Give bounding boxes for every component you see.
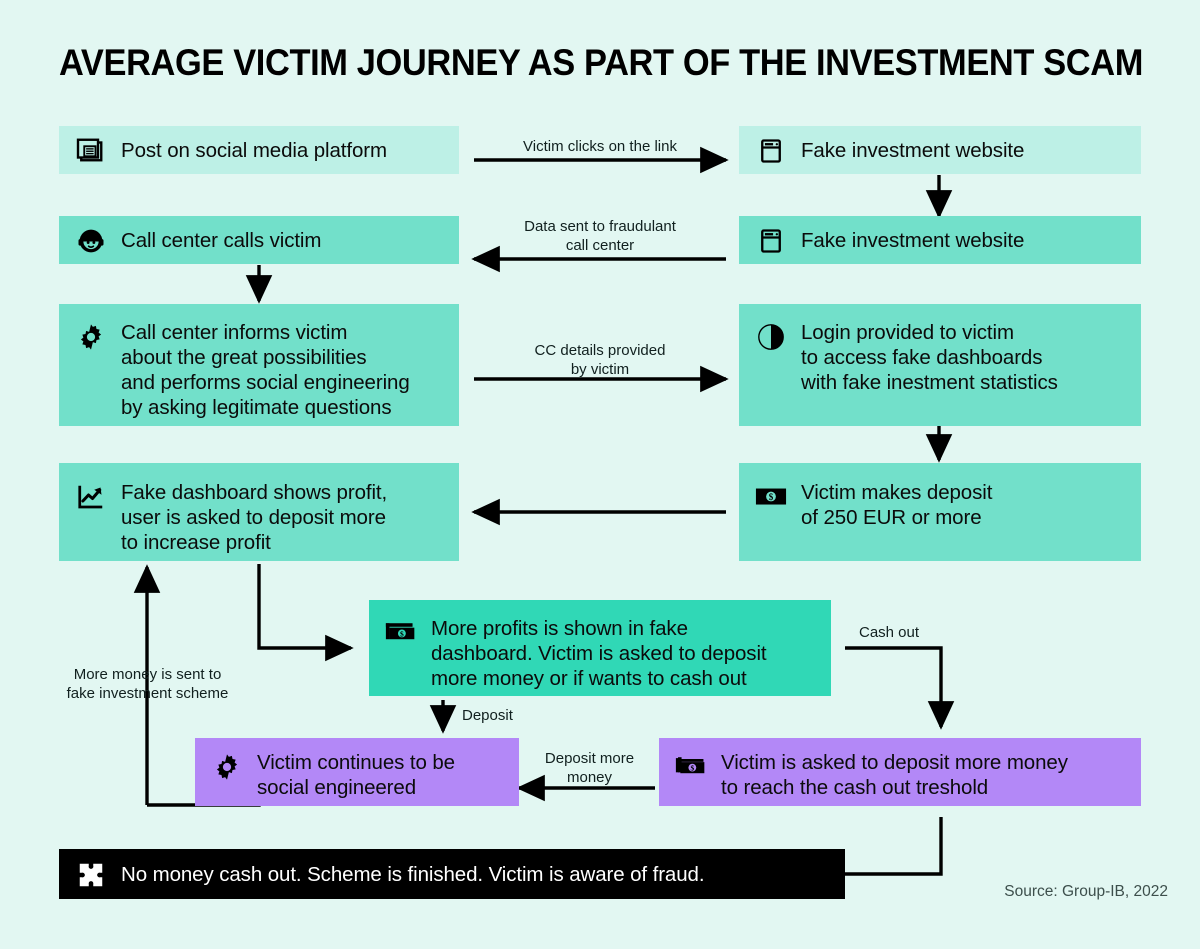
node-victim-asked-deposit-threshold[interactable]: $ Victim is asked to deposit more money …: [659, 738, 1141, 806]
node-login-provided-to-victim[interactable]: Login provided to victim to access fake …: [739, 304, 1141, 426]
node-post-on-social-media[interactable]: Post on social media platform: [59, 126, 459, 174]
pie-chart-icon: [755, 321, 787, 353]
puzzle-piece-icon: [75, 859, 107, 891]
svg-text:$: $: [690, 764, 694, 773]
node-no-money-cash-out[interactable]: No money cash out. Scheme is finished. V…: [59, 849, 845, 899]
headset-agent-icon: [75, 225, 107, 257]
edge-dashboard-to-moreprofits: [257, 564, 354, 662]
node-label: More profits is shown in fake dashboard.…: [431, 617, 767, 690]
banknote-icon: $: [755, 481, 787, 513]
banknotes-stack-icon: $: [385, 617, 417, 649]
node-victim-continues-social-engineered[interactable]: Victim continues to be social engineered: [195, 738, 519, 806]
source-credit: Source: Group-IB, 2022: [1004, 883, 1168, 900]
edge-label-deposit: Deposit: [462, 707, 513, 724]
banknotes-stack-icon: $: [675, 751, 707, 783]
node-label: Call center informs victim about the gre…: [121, 321, 410, 419]
node-call-center-informs-victim[interactable]: Call center informs victim about the gre…: [59, 304, 459, 426]
node-label: Post on social media platform: [121, 138, 388, 162]
node-fake-dashboard-shows-profit[interactable]: Fake dashboard shows profit, user is ask…: [59, 463, 459, 561]
edge-label-data-sent: Data sent to fraudulant call center: [524, 218, 676, 254]
page-title: AVERAGE VICTIM JOURNEY AS PART OF THE IN…: [59, 42, 1144, 83]
node-call-center-calls-victim[interactable]: Call center calls victim: [59, 216, 459, 264]
svg-text:$: $: [400, 630, 404, 639]
node-label: Victim continues to be social engineered: [257, 751, 455, 799]
node-label: Victim is asked to deposit more money to…: [721, 751, 1068, 799]
node-fake-investment-website-2[interactable]: Fake investment website: [739, 216, 1141, 264]
node-label: Call center calls victim: [121, 228, 322, 252]
edge-moreprofits-to-cashout: [845, 646, 955, 730]
node-victim-makes-deposit[interactable]: $ Victim makes deposit of 250 EUR or mor…: [739, 463, 1141, 561]
browser-window-icon: [755, 225, 787, 257]
edge-label-more-money-sent: More money is sent to fake investment sc…: [66, 666, 229, 702]
node-label: Login provided to victim to access fake …: [801, 321, 1058, 394]
edge-label-victim-clicks: Victim clicks on the link: [523, 138, 677, 155]
node-label: No money cash out. Scheme is finished. V…: [121, 862, 705, 886]
node-more-profits-shown[interactable]: $ More profits is shown in fake dashboar…: [369, 600, 831, 696]
edge-label-deposit-more-money: Deposit more money: [544, 750, 635, 786]
trending-up-icon: [75, 481, 107, 513]
newspaper-icon: [75, 135, 107, 167]
node-label: Victim makes deposit of 250 EUR or more: [801, 481, 993, 529]
svg-text:$: $: [769, 492, 774, 502]
node-label: Fake investment website: [801, 138, 1025, 162]
edge-label-cc-details: CC details provided by victim: [534, 342, 666, 378]
gear-icon: [75, 321, 107, 353]
edge-label-cash-out: Cash out: [859, 624, 920, 641]
edge-cashout-to-end: [845, 817, 943, 876]
node-fake-investment-website-1[interactable]: Fake investment website: [739, 126, 1141, 174]
gear-icon: [211, 751, 243, 783]
node-label: Fake dashboard shows profit, user is ask…: [121, 481, 388, 554]
node-label: Fake investment website: [801, 228, 1025, 252]
browser-window-icon: [755, 135, 787, 167]
